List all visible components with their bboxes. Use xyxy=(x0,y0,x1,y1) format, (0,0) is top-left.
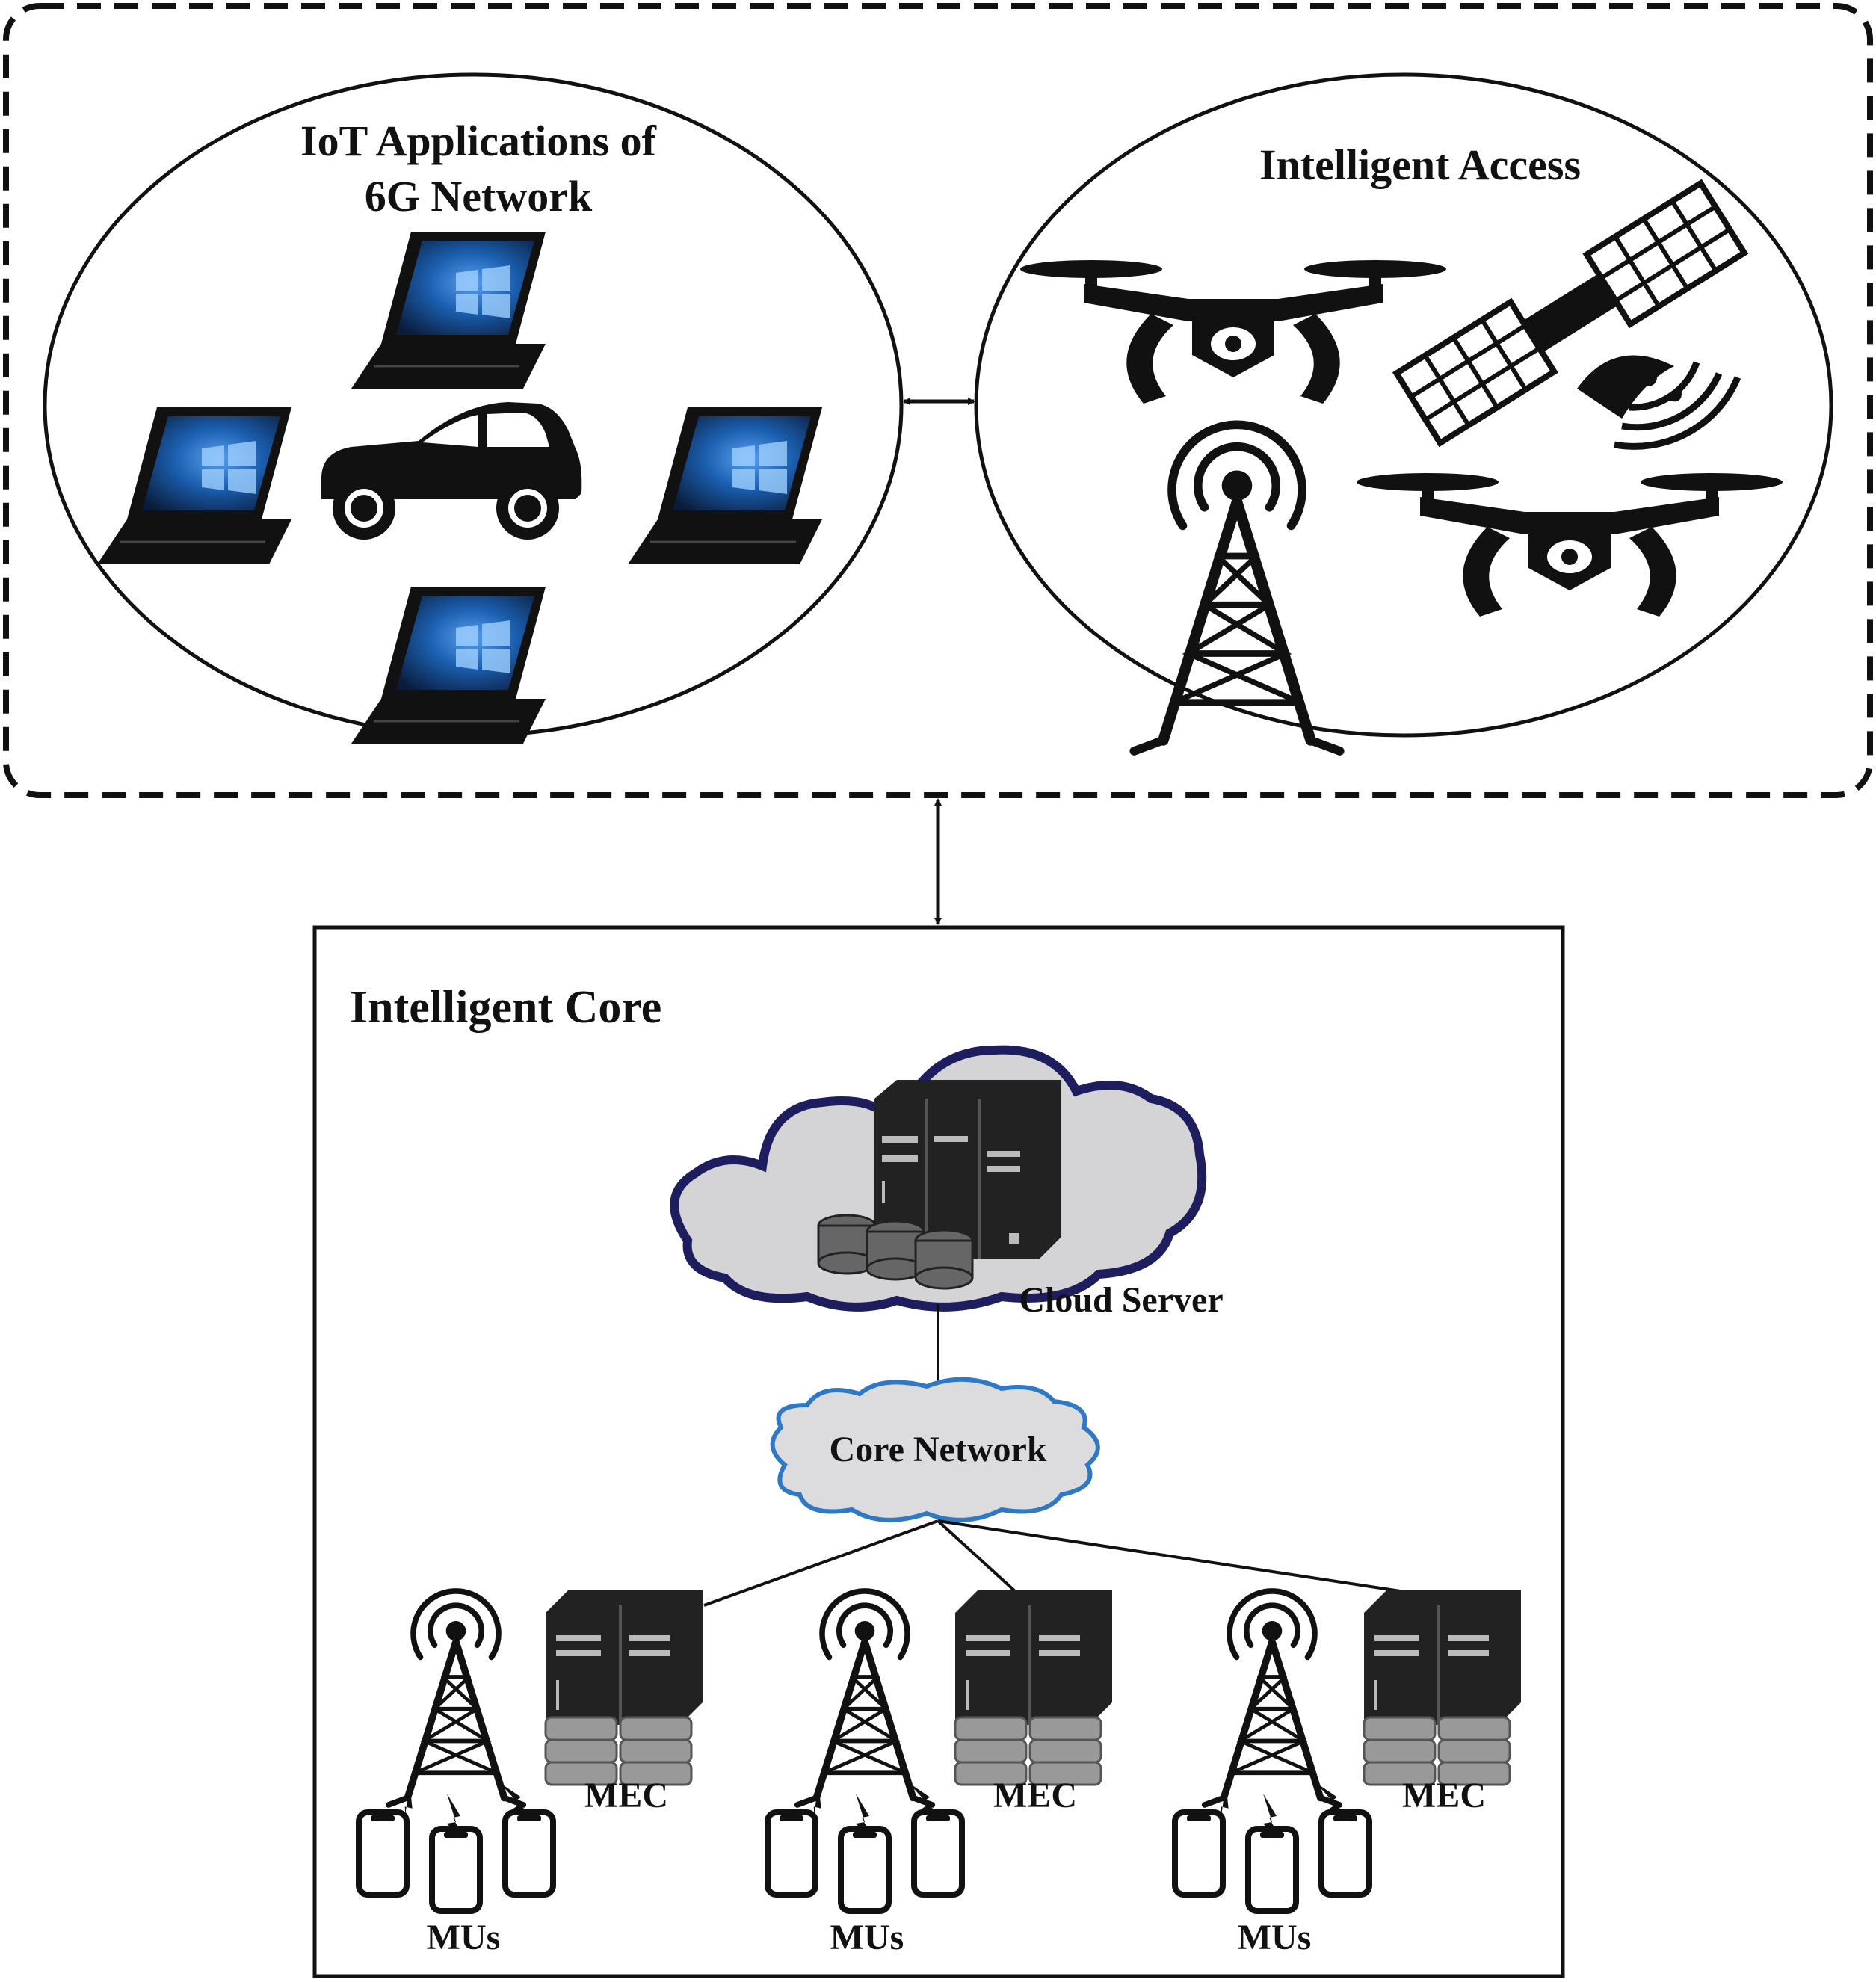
mec-label-1: MEC xyxy=(584,1776,668,1815)
iot-applications-title: IoT Applications of xyxy=(300,117,657,165)
core-mec-link-2 xyxy=(937,1519,1025,1601)
tower-icon-edge-1 xyxy=(389,1591,524,1805)
mec-label-2: MEC xyxy=(993,1776,1077,1815)
satellite-icon xyxy=(1392,179,1749,450)
top-dashed-container xyxy=(3,3,1873,798)
cloud-server-label: Cloud Server xyxy=(1019,1280,1223,1320)
intelligent-core-title: Intelligent Core xyxy=(350,982,661,1033)
mec-server-icon-3 xyxy=(1363,1589,1522,1786)
phone-icon-3c xyxy=(1321,1812,1369,1895)
phone-icon-2c xyxy=(914,1812,962,1895)
phone-icon-3a xyxy=(1175,1812,1223,1895)
edge-group-3: MEC MUs xyxy=(1175,1589,1522,1957)
intelligent-access-title: Intelligent Access xyxy=(1259,141,1581,189)
phone-icon-3b xyxy=(1248,1829,1296,1911)
phone-icon-2b xyxy=(841,1829,889,1911)
phone-icon-2a xyxy=(768,1812,815,1895)
core-mec-link-3 xyxy=(937,1519,1406,1593)
phone-icon-1c xyxy=(505,1812,553,1895)
intelligent-core-box xyxy=(312,925,1565,1978)
cloud-database-icons xyxy=(817,1214,974,1290)
tower-icon-edge-3 xyxy=(1205,1591,1340,1805)
edge-group-1: MEC MUs xyxy=(359,1589,704,1957)
iot-applications-subtitle: 6G Network xyxy=(365,172,593,220)
core-network-cloud xyxy=(770,1377,1100,1522)
car-icon xyxy=(321,402,582,540)
mus-label-2: MUs xyxy=(830,1918,904,1957)
tower-icon-edge-2 xyxy=(797,1591,933,1805)
cloud-server-icon xyxy=(874,1080,1061,1259)
mec-server-icon-2 xyxy=(954,1589,1114,1786)
core-mec-link-1 xyxy=(703,1519,939,1607)
edge-group-2: MEC MUs xyxy=(768,1589,1114,1957)
phone-icon-1b xyxy=(432,1829,480,1911)
mus-label-3: MUs xyxy=(1238,1918,1312,1957)
mus-label-1: MUs xyxy=(427,1918,501,1957)
mec-label-3: MEC xyxy=(1402,1776,1486,1815)
mec-server-icon-1 xyxy=(544,1589,704,1786)
phone-icon-1a xyxy=(359,1812,407,1895)
core-network-label: Core Network xyxy=(829,1430,1046,1469)
